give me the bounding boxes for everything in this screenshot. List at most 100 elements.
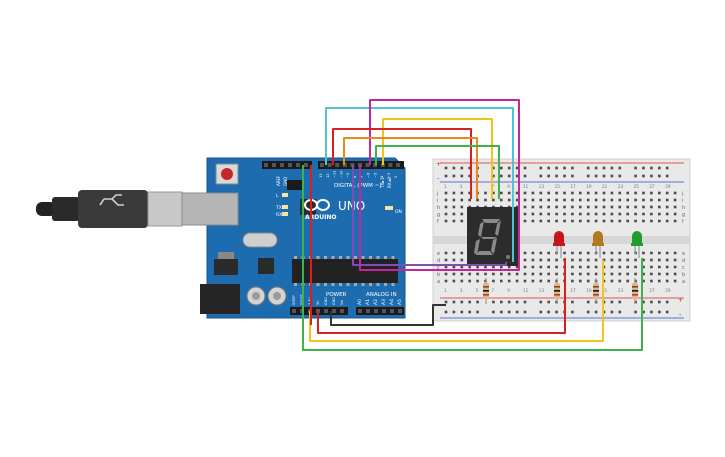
breadboard-hole[interactable] xyxy=(650,198,653,202)
breadboard-hole[interactable] xyxy=(658,219,661,223)
breadboard-hole[interactable] xyxy=(523,191,527,195)
breadboard-hole[interactable] xyxy=(642,258,645,262)
rail-hole[interactable] xyxy=(594,310,598,314)
breadboard-hole[interactable] xyxy=(658,191,661,195)
breadboard-hole[interactable] xyxy=(452,191,456,195)
rail-hole[interactable] xyxy=(658,166,661,170)
breadboard-hole[interactable] xyxy=(586,191,590,195)
breadboard-hole[interactable] xyxy=(452,198,456,202)
rail-hole[interactable] xyxy=(500,174,503,178)
breadboard-hole[interactable] xyxy=(523,219,527,223)
header-pin[interactable] xyxy=(335,163,340,167)
rail-hole[interactable] xyxy=(492,310,495,314)
rail-hole[interactable] xyxy=(555,310,558,314)
breadboard-hole[interactable] xyxy=(594,191,598,195)
rail-hole[interactable] xyxy=(547,310,550,314)
breadboard-hole[interactable] xyxy=(626,279,629,283)
breadboard-hole[interactable] xyxy=(476,272,479,276)
rail-hole[interactable] xyxy=(642,310,645,314)
breadboard-hole[interactable] xyxy=(586,272,590,276)
breadboard-hole[interactable] xyxy=(618,198,622,202)
breadboard-hole[interactable] xyxy=(642,191,645,195)
breadboard-hole[interactable] xyxy=(642,251,645,255)
led-amber[interactable] xyxy=(592,231,604,258)
breadboard-hole[interactable] xyxy=(531,258,535,262)
breadboard-hole[interactable] xyxy=(476,279,479,283)
breadboard-hole[interactable] xyxy=(444,191,448,195)
wire-red[interactable] xyxy=(332,128,472,199)
breadboard-hole[interactable] xyxy=(650,191,653,195)
breadboard-hole[interactable] xyxy=(626,191,629,195)
header-pin[interactable] xyxy=(264,163,268,167)
rail-hole[interactable] xyxy=(571,166,574,170)
breadboard-hole[interactable] xyxy=(555,265,558,269)
breadboard-hole[interactable] xyxy=(602,191,606,195)
breadboard-hole[interactable] xyxy=(507,279,511,283)
breadboard-hole[interactable] xyxy=(634,198,637,202)
breadboard-hole[interactable] xyxy=(610,212,614,216)
header-pin[interactable] xyxy=(296,163,300,167)
breadboard-hole[interactable] xyxy=(523,251,527,255)
breadboard-hole[interactable] xyxy=(642,279,645,283)
breadboard-hole[interactable] xyxy=(484,198,487,202)
rail-hole[interactable] xyxy=(658,300,661,304)
breadboard-hole[interactable] xyxy=(444,258,448,262)
rail-hole[interactable] xyxy=(634,166,637,170)
breadboard-hole[interactable] xyxy=(650,265,653,269)
breadboard-hole[interactable] xyxy=(634,191,637,195)
breadboard-hole[interactable] xyxy=(523,198,527,202)
breadboard-hole[interactable] xyxy=(579,198,582,202)
breadboard-hole[interactable] xyxy=(555,205,558,209)
breadboard-hole[interactable] xyxy=(539,198,543,202)
breadboard-hole[interactable] xyxy=(563,205,566,209)
breadboard-hole[interactable] xyxy=(444,265,448,269)
rail-hole[interactable] xyxy=(610,310,614,314)
breadboard-hole[interactable] xyxy=(579,272,582,276)
breadboard-hole[interactable] xyxy=(571,212,574,216)
rail-hole[interactable] xyxy=(460,174,464,178)
breadboard-hole[interactable] xyxy=(658,212,661,216)
breadboard-hole[interactable] xyxy=(507,265,511,269)
header-pin[interactable] xyxy=(288,163,292,167)
breadboard-hole[interactable] xyxy=(586,219,590,223)
breadboard-hole[interactable] xyxy=(626,219,629,223)
breadboard-hole[interactable] xyxy=(500,198,503,202)
led-red[interactable] xyxy=(553,231,565,258)
breadboard-hole[interactable] xyxy=(531,198,535,202)
breadboard-hole[interactable] xyxy=(642,272,645,276)
breadboard-hole[interactable] xyxy=(634,212,637,216)
breadboard-hole[interactable] xyxy=(500,191,503,195)
breadboard-hole[interactable] xyxy=(492,191,495,195)
breadboard-hole[interactable] xyxy=(586,212,590,216)
breadboard-hole[interactable] xyxy=(579,191,582,195)
rail-hole[interactable] xyxy=(523,300,527,304)
breadboard-hole[interactable] xyxy=(586,251,590,255)
breadboard-hole[interactable] xyxy=(539,272,543,276)
rail-hole[interactable] xyxy=(618,174,622,178)
breadboard-hole[interactable] xyxy=(539,212,543,216)
breadboard-hole[interactable] xyxy=(539,205,543,209)
breadboard-hole[interactable] xyxy=(555,191,558,195)
breadboard-hole[interactable] xyxy=(586,258,590,262)
header-pin[interactable] xyxy=(398,309,402,313)
rail-hole[interactable] xyxy=(523,174,527,178)
rail-hole[interactable] xyxy=(476,310,479,314)
rail-hole[interactable] xyxy=(444,300,448,304)
rail-hole[interactable] xyxy=(515,300,519,304)
rail-hole[interactable] xyxy=(460,300,464,304)
breadboard-hole[interactable] xyxy=(500,279,503,283)
rail-hole[interactable] xyxy=(594,166,598,170)
rail-hole[interactable] xyxy=(500,300,503,304)
breadboard-hole[interactable] xyxy=(452,219,456,223)
breadboard-hole[interactable] xyxy=(579,279,582,283)
rail-hole[interactable] xyxy=(547,174,550,178)
breadboard-hole[interactable] xyxy=(610,265,614,269)
breadboard-hole[interactable] xyxy=(531,219,535,223)
header-pin[interactable] xyxy=(280,163,284,167)
rail-hole[interactable] xyxy=(539,310,543,314)
rail-hole[interactable] xyxy=(665,166,669,170)
breadboard-hole[interactable] xyxy=(531,279,535,283)
breadboard-hole[interactable] xyxy=(452,205,456,209)
header-pin[interactable] xyxy=(292,309,296,313)
breadboard-hole[interactable] xyxy=(626,251,629,255)
